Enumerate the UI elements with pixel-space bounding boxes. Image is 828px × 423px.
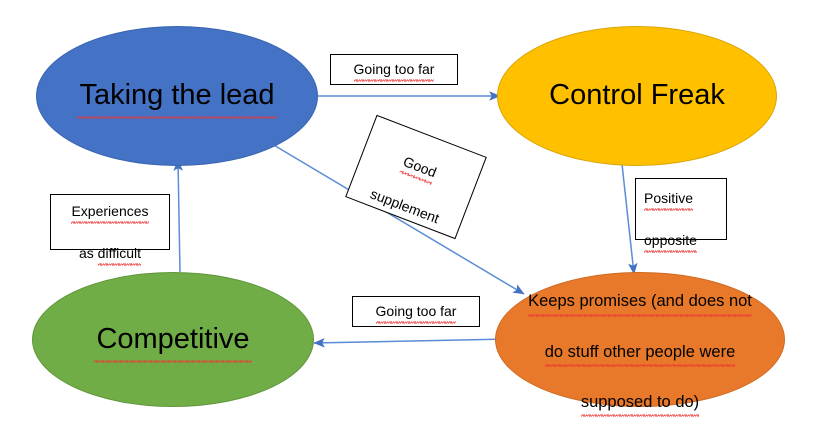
edge-label-positive-opposite-text: Positive opposite [644,167,697,254]
edge-label-experiences-as-difficult-text: Experiences as difficult [71,180,149,267]
arrow-keeps-promises-to-competitive [313,337,513,348]
node-keeps-promises-label: Keeps promises (and does not do stuff ot… [526,264,754,418]
node-competitive-label: Competitive [94,321,252,363]
edge-label-positive-opposite-line-1: Positive [644,188,694,212]
edge-label-going-too-far-top[interactable]: Going too far [330,54,458,85]
edge-label-going-too-far-bottom[interactable]: Going too far [352,296,480,327]
arrow-control-freak-to-keeps-promises [621,163,638,275]
edge-label-experiences-line-2: as difficult [79,243,142,267]
node-taking-the-lead-label: Taking the lead [77,77,277,120]
edge-label-positive-opposite-line-2: opposite [644,230,697,254]
node-control-freak[interactable]: Control Freak [497,26,777,166]
node-taking-the-lead[interactable]: Taking the lead [36,26,318,166]
edge-label-experiences-as-difficult[interactable]: Experiences as difficult [50,194,170,267]
arrow-taking-the-lead-to-keeps-promises [271,143,525,295]
node-keeps-promises-line-2: do stuff other people were [544,340,735,368]
edge-label-good-supplement-line-1: Good [400,151,440,183]
edge-label-positive-opposite[interactable]: Positive opposite [635,178,727,254]
node-competitive[interactable]: Competitive [32,272,314,407]
edge-label-going-too-far-bottom-text: Going too far [375,301,456,325]
edge-label-experiences-line-1: Experiences [71,201,149,225]
edge-label-going-too-far-top-text: Going too far [353,59,434,83]
node-keeps-promises[interactable]: Keeps promises (and does not do stuff ot… [495,272,785,418]
edge-label-difficult-word: difficult [97,243,142,267]
node-keeps-promises-line-3: supposed to do) [580,390,700,418]
node-control-freak-label: Control Freak [549,79,725,112]
node-keeps-promises-line-1: Keeps promises (and does not [528,289,752,318]
arrow-competitive-to-taking-the-lead [173,159,183,273]
